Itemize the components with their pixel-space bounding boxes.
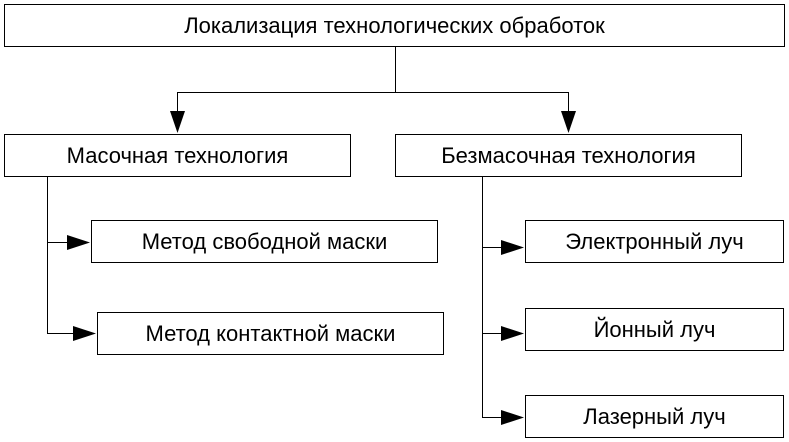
laser-beam-node: Лазерный луч xyxy=(525,395,784,438)
root-connectors xyxy=(177,47,569,112)
ion-beam-label: Йонный луч xyxy=(593,316,716,342)
maskless-connectors xyxy=(482,177,502,418)
free-mask-method-label: Метод свободной маски xyxy=(141,228,388,254)
masked-technology-label: Масочная технология xyxy=(66,142,289,168)
root-node-label: Локализация технологических обработок xyxy=(184,12,605,38)
electron-beam-node: Электронный луч xyxy=(525,220,784,263)
contact-mask-method-label: Метод контактной маски xyxy=(145,320,396,346)
arrow-to-electron-beam xyxy=(501,240,524,255)
ion-beam-node: Йонный луч xyxy=(525,308,784,351)
maskless-technology-label: Безмасочная технология xyxy=(441,142,696,168)
masked-technology-node: Масочная технология xyxy=(4,134,351,177)
arrow-to-ion-beam xyxy=(501,326,524,341)
root-node: Локализация технологических обработок xyxy=(4,4,785,47)
maskless-technology-node: Безмасочная технология xyxy=(395,134,742,177)
contact-mask-method-node: Метод контактной маски xyxy=(97,312,444,355)
masked-connectors xyxy=(47,177,74,334)
arrow-to-masked xyxy=(170,111,185,133)
free-mask-method-node: Метод свободной маски xyxy=(91,220,438,263)
arrow-to-laser-beam xyxy=(501,410,524,425)
arrow-to-free-mask xyxy=(67,235,90,250)
arrow-to-maskless xyxy=(561,111,576,133)
arrow-to-contact-mask xyxy=(73,326,96,341)
electron-beam-label: Электронный луч xyxy=(565,228,744,254)
laser-beam-label: Лазерный луч xyxy=(583,403,726,429)
